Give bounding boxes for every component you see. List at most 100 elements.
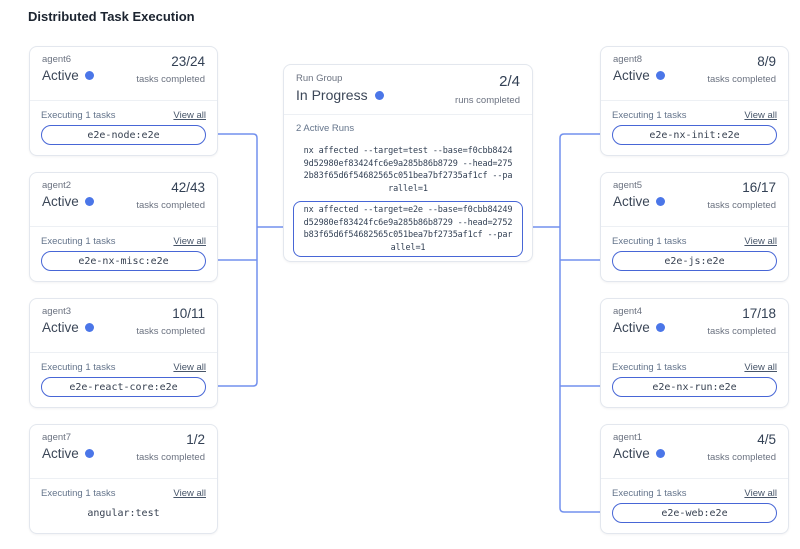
agent-column-right: agent8 Active 8/9 tasks completed Execut…: [600, 46, 789, 534]
agent-name: agent1: [613, 432, 643, 443]
executing-label: Executing 1 tasks: [41, 236, 116, 247]
executing-task[interactable]: e2e-nx-init:e2e: [612, 125, 777, 145]
agent-card: agent6 Active 23/24 tasks completed Exec…: [29, 46, 218, 156]
task-count-caption: tasks completed: [707, 326, 776, 337]
active-status-dot-icon: [84, 323, 94, 332]
run-group-header: Run Group In Progress 2/4 runs completed: [284, 65, 532, 115]
executing-label: Executing 1 tasks: [612, 236, 687, 247]
agent-status: Active: [42, 446, 205, 461]
agent-name: agent3: [42, 306, 72, 317]
task-count-caption: tasks completed: [707, 200, 776, 211]
command-line: nx affected --target=e2e --base=f0cbb842…: [303, 205, 513, 215]
run-group-body: 2 Active Runs nx affected --target=test …: [284, 115, 532, 257]
agent-tasks-section: Executing 1 tasks View all angular:test: [30, 479, 217, 519]
task-count-value: 8/9: [757, 54, 776, 69]
agent-card-header: agent5 Active 16/17 tasks completed: [601, 173, 788, 227]
agent-card-header: agent7 Active 1/2 tasks completed: [30, 425, 217, 479]
active-status-dot-icon: [655, 449, 665, 458]
view-all-link[interactable]: View all: [744, 236, 777, 247]
command-line: b83f65d6f54682565c051bea7bf2735af1cf --p…: [303, 230, 513, 240]
executing-task[interactable]: angular:test: [87, 508, 160, 519]
run-group-label: Run Group: [296, 73, 343, 84]
run-command[interactable]: nx affected --target=test --base=f0cbb84…: [293, 143, 523, 197]
agent-status: Active: [613, 194, 776, 209]
tasks-row: Executing 1 tasks View all: [41, 488, 206, 499]
agent-card: agent4 Active 17/18 tasks completed Exec…: [600, 298, 789, 408]
page-title: Distributed Task Execution: [28, 9, 195, 24]
view-all-link[interactable]: View all: [173, 362, 206, 373]
agent-status-label: Active: [42, 446, 79, 461]
view-all-link[interactable]: View all: [744, 362, 777, 373]
tasks-row: Executing 1 tasks View all: [41, 110, 206, 121]
executing-label: Executing 1 tasks: [612, 488, 687, 499]
run-group-status: In Progress: [296, 87, 520, 103]
agent-card: agent8 Active 8/9 tasks completed Execut…: [600, 46, 789, 156]
agent-tasks-section: Executing 1 tasks View all e2e-nx-run:e2…: [601, 353, 788, 397]
run-group-count: 2/4 runs completed: [455, 73, 520, 106]
view-all-link[interactable]: View all: [173, 236, 206, 247]
task-count-caption: tasks completed: [136, 74, 205, 85]
executing-task[interactable]: e2e-react-core:e2e: [41, 377, 206, 397]
agent-task-count: 23/24 tasks completed: [136, 54, 205, 85]
active-status-dot-icon: [655, 323, 665, 332]
agent-status: Active: [613, 446, 776, 461]
active-status-dot-icon: [84, 197, 94, 206]
agent-status: Active: [613, 320, 776, 335]
command-line: 9d52980ef83424fc6e9a285b86b8729 --head=2…: [303, 158, 513, 169]
agent-name: agent7: [42, 432, 72, 443]
executing-label: Executing 1 tasks: [612, 110, 687, 121]
view-all-link[interactable]: View all: [173, 110, 206, 121]
executing-task[interactable]: e2e-node:e2e: [41, 125, 206, 145]
view-all-link[interactable]: View all: [173, 488, 206, 499]
task-count-value: 10/11: [172, 306, 205, 321]
agent-tasks-section: Executing 1 tasks View all e2e-js:e2e: [601, 227, 788, 271]
executing-task[interactable]: e2e-nx-misc:e2e: [41, 251, 206, 271]
executing-label: Executing 1 tasks: [612, 362, 687, 373]
run-command-highlighted[interactable]: nx affected --target=e2e --base=f0cbb842…: [293, 201, 523, 257]
view-all-link[interactable]: View all: [744, 488, 777, 499]
executing-task[interactable]: e2e-js:e2e: [612, 251, 777, 271]
agent-card: agent7 Active 1/2 tasks completed Execut…: [29, 424, 218, 534]
task-count-caption: tasks completed: [707, 74, 776, 85]
tasks-row: Executing 1 tasks View all: [612, 488, 777, 499]
view-all-link[interactable]: View all: [744, 110, 777, 121]
task-count-value: 4/5: [757, 432, 776, 447]
in-progress-status-dot-icon: [374, 90, 384, 100]
agent-task-count: 42/43 tasks completed: [136, 180, 205, 211]
agent-card-header: agent3 Active 10/11 tasks completed: [30, 299, 217, 353]
agent-card: agent1 Active 4/5 tasks completed Execut…: [600, 424, 789, 534]
agent-task-count: 17/18 tasks completed: [707, 306, 776, 337]
agent-task-count: 4/5 tasks completed: [707, 432, 776, 463]
task-count-value: 16/17: [742, 180, 776, 195]
agent-task-count: 16/17 tasks completed: [707, 180, 776, 211]
task-count-value: 17/18: [742, 306, 776, 321]
command-line: rallel=1: [388, 183, 428, 194]
agent-tasks-section: Executing 1 tasks View all e2e-nx-init:e…: [601, 101, 788, 145]
agent-status: Active: [613, 68, 776, 83]
executing-task[interactable]: e2e-web:e2e: [612, 503, 777, 523]
executing-label: Executing 1 tasks: [41, 488, 116, 499]
executing-label: Executing 1 tasks: [41, 362, 116, 373]
active-status-dot-icon: [84, 449, 94, 458]
agent-status-label: Active: [42, 68, 79, 83]
agent-status-label: Active: [613, 194, 650, 209]
task-count-caption: tasks completed: [707, 452, 776, 463]
agent-card-header: agent1 Active 4/5 tasks completed: [601, 425, 788, 479]
command-line: nx affected --target=test --base=f0cbb84…: [303, 146, 513, 156]
agent-tasks-section: Executing 1 tasks View all e2e-nx-misc:e…: [30, 227, 217, 271]
task-count-value: 1/2: [186, 432, 205, 447]
executing-task[interactable]: e2e-nx-run:e2e: [612, 377, 777, 397]
task-count-caption: tasks completed: [136, 326, 205, 337]
active-runs-label: 2 Active Runs: [296, 123, 355, 134]
agent-status: Active: [42, 194, 205, 209]
run-group-card: Run Group In Progress 2/4 runs completed…: [283, 64, 533, 262]
agent-card-header: agent8 Active 8/9 tasks completed: [601, 47, 788, 101]
agent-name: agent2: [42, 180, 72, 191]
tasks-row: Executing 1 tasks View all: [41, 236, 206, 247]
tasks-row: Executing 1 tasks View all: [41, 362, 206, 373]
runs-count-caption: runs completed: [455, 95, 520, 106]
command-line: allel=1: [390, 242, 426, 253]
agent-name: agent4: [613, 306, 643, 317]
task-count-caption: tasks completed: [136, 452, 205, 463]
agent-tasks-section: Executing 1 tasks View all e2e-web:e2e: [601, 479, 788, 523]
